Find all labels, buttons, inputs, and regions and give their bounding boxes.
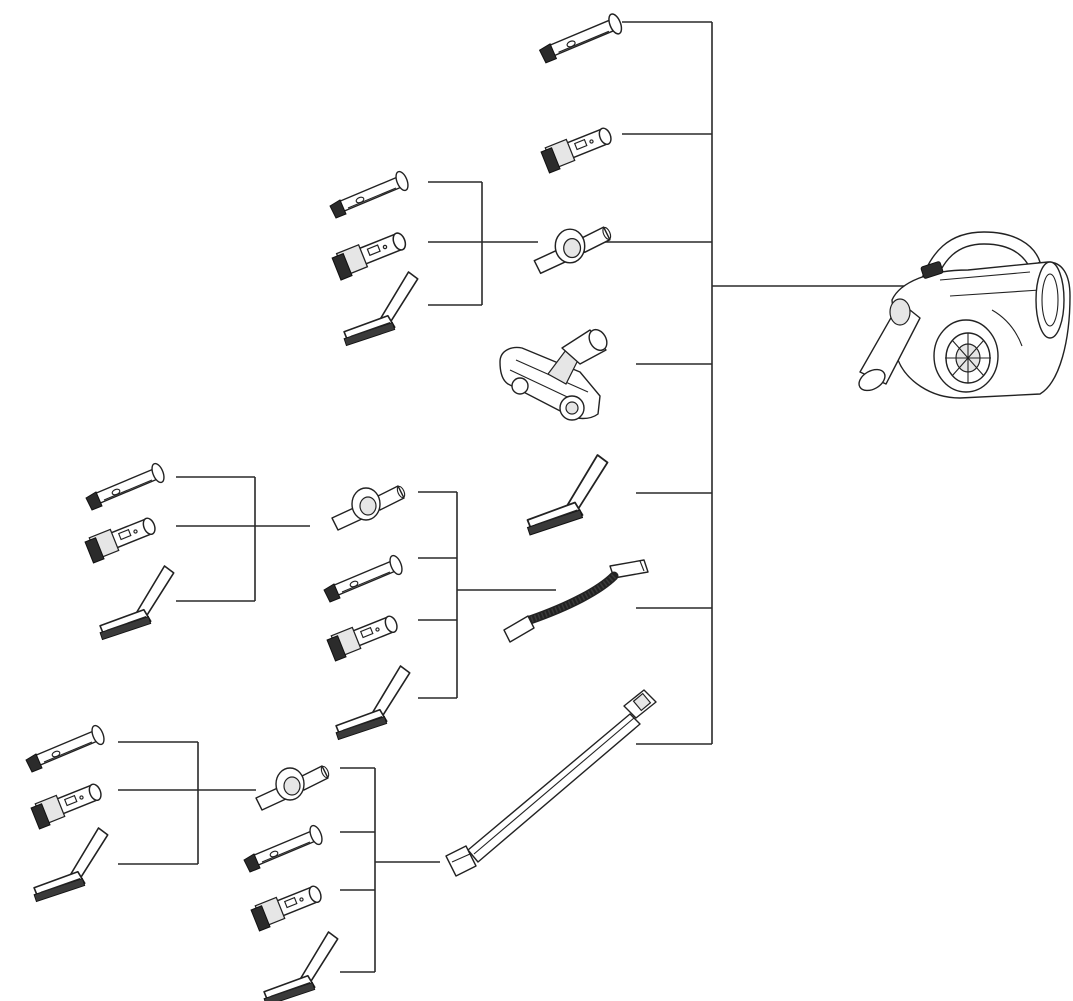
crevice-tool-icon [329, 169, 412, 219]
upholstery-tool-icon [540, 125, 614, 174]
dusting-brush-icon [263, 931, 339, 1001]
upholstery-tool-icon [331, 230, 409, 281]
adapter-icon [255, 764, 331, 811]
crevice-tool-icon [85, 461, 168, 511]
dusting-brush-icon [526, 454, 609, 536]
upholstery-tool-icon [250, 883, 324, 932]
adapter-icon [533, 225, 613, 275]
dusting-brush-icon [335, 665, 411, 741]
adapter-icon [331, 484, 407, 531]
crevice-tool-icon [323, 553, 406, 603]
upholstery-tool-icon [326, 613, 400, 662]
extension-tube-icon [445, 689, 657, 877]
crevice-tool-icon [538, 11, 625, 64]
motorized-brush-head-icon [499, 328, 608, 421]
connector-lines [118, 21, 910, 973]
dusting-brush-icon [343, 271, 419, 347]
dusting-brush-icon [33, 827, 109, 903]
upholstery-tool-icon [84, 515, 158, 564]
crevice-tool-icon [25, 723, 108, 773]
flexible-hose-icon [503, 559, 649, 643]
handheld-vacuum-icon [858, 231, 1071, 399]
dusting-brush-icon [99, 565, 175, 641]
upholstery-tool-icon [30, 781, 104, 830]
crevice-tool-icon [243, 823, 326, 873]
